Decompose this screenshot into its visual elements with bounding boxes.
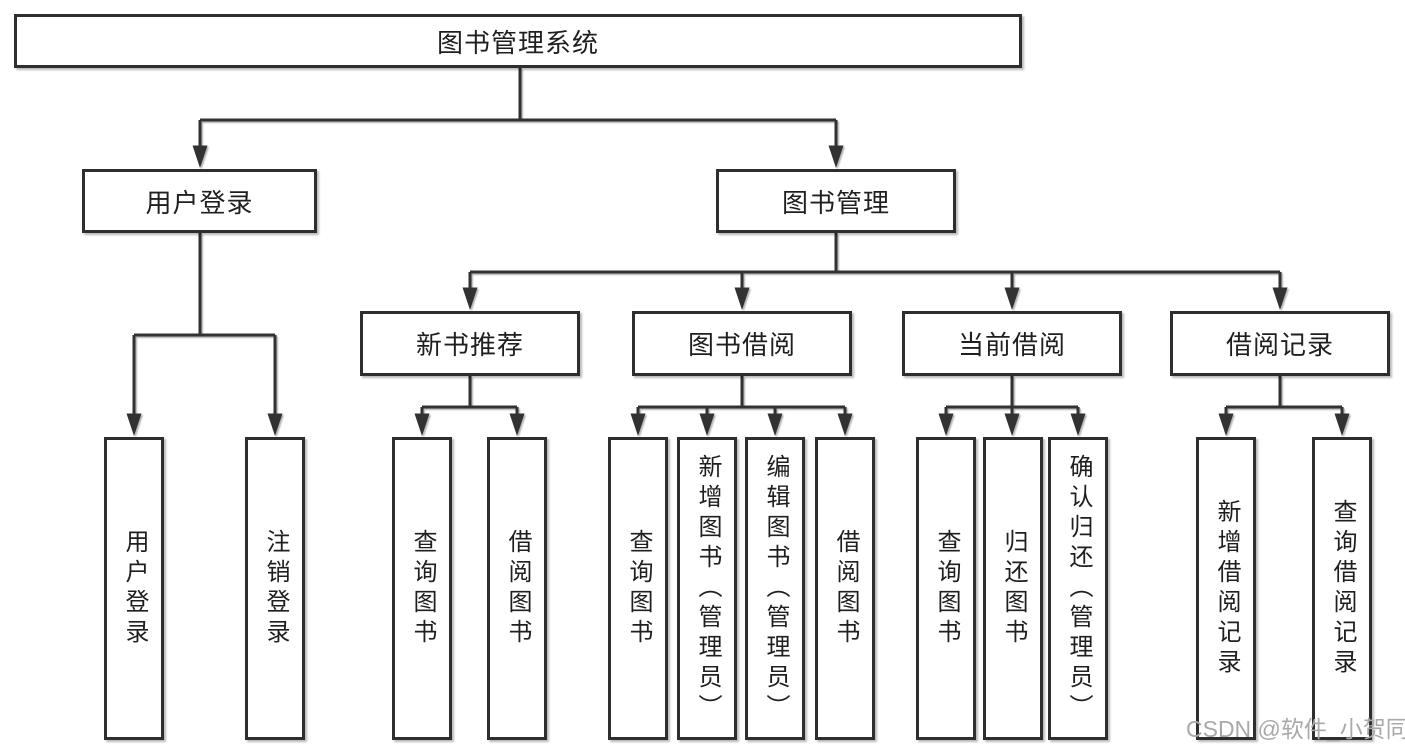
arrowhead bbox=[462, 287, 478, 310]
leaf-borrow-books-recommend: 借阅图书 bbox=[487, 437, 547, 740]
arrowhead bbox=[414, 413, 430, 436]
leaf-add-borrow-record: 新增借阅记录 bbox=[1196, 437, 1256, 740]
arrowhead bbox=[699, 413, 715, 436]
node-current-borrow: 当前借阅 bbox=[902, 311, 1122, 376]
node-label: 图书管理 bbox=[781, 187, 890, 218]
csdn-watermark: CSDN @软件_小贺同学 bbox=[1186, 716, 1405, 742]
arrowhead bbox=[1218, 413, 1234, 436]
node-label: 当前借阅 bbox=[957, 330, 1066, 360]
arrowhead bbox=[192, 145, 208, 168]
leaf-query-borrow-record: 查询借阅记录 bbox=[1312, 437, 1372, 740]
leaf-label: 确认归还（管理员） bbox=[1065, 453, 1092, 724]
node-borrow-records: 借阅记录 bbox=[1170, 311, 1390, 376]
leaf-return-books: 归还图书 bbox=[983, 437, 1043, 740]
node-book-management: 图书管理 bbox=[716, 169, 956, 233]
leaf-label: 用户登录 bbox=[121, 528, 148, 649]
node-library-management-system: 图书管理系统 bbox=[14, 14, 1022, 68]
leaf-logout: 注销登录 bbox=[245, 437, 305, 740]
arrowhead bbox=[734, 287, 750, 310]
arrowhead bbox=[630, 413, 646, 436]
leaf-user-login: 用户登录 bbox=[104, 437, 164, 740]
node-book-borrow: 图书借阅 bbox=[632, 311, 852, 376]
node-label: 借阅记录 bbox=[1225, 330, 1334, 360]
leaf-label: 编辑图书（管理员） bbox=[762, 453, 789, 724]
leaf-label: 借阅图书 bbox=[504, 528, 531, 649]
arrowhead bbox=[509, 413, 525, 436]
node-new-book-recommend: 新书推荐 bbox=[360, 311, 580, 376]
arrowhead bbox=[828, 145, 844, 168]
leaf-query-books-recommend: 查询图书 bbox=[392, 437, 452, 740]
leaf-add-books-admin: 新增图书（管理员） bbox=[677, 437, 737, 740]
arrowhead bbox=[938, 413, 954, 436]
leaf-label: 查询图书 bbox=[933, 528, 960, 649]
arrowhead bbox=[1272, 287, 1288, 310]
arrowhead bbox=[1334, 413, 1350, 436]
leaf-label: 查询图书 bbox=[625, 528, 652, 649]
leaf-edit-books-admin: 编辑图书（管理员） bbox=[745, 437, 805, 740]
leaf-label: 新增借阅记录 bbox=[1213, 498, 1240, 679]
node-user-login: 用户登录 bbox=[82, 169, 317, 233]
leaf-label: 查询借阅记录 bbox=[1329, 498, 1356, 679]
node-label: 图书管理系统 bbox=[436, 27, 599, 58]
arrowhead bbox=[1004, 287, 1020, 310]
leaf-query-books-current: 查询图书 bbox=[916, 437, 976, 740]
leaf-borrow-books: 借阅图书 bbox=[815, 437, 875, 740]
arrowhead bbox=[837, 413, 853, 436]
arrowhead bbox=[1004, 413, 1020, 436]
leaf-label: 查询图书 bbox=[409, 528, 436, 649]
node-label: 新书推荐 bbox=[415, 330, 524, 360]
node-label: 图书借阅 bbox=[687, 330, 796, 360]
leaf-label: 借阅图书 bbox=[832, 528, 859, 649]
leaf-label: 注销登录 bbox=[262, 528, 289, 649]
arrowhead bbox=[767, 413, 783, 436]
arrowhead bbox=[267, 413, 283, 436]
arrowhead bbox=[126, 413, 142, 436]
leaf-confirm-return-admin: 确认归还（管理员） bbox=[1048, 437, 1108, 740]
leaf-label: 新增图书（管理员） bbox=[694, 453, 721, 724]
arrowhead bbox=[1070, 413, 1086, 436]
node-label: 用户登录 bbox=[145, 187, 254, 218]
leaf-label: 归还图书 bbox=[1000, 528, 1027, 649]
leaf-query-books-borrow: 查询图书 bbox=[608, 437, 668, 740]
